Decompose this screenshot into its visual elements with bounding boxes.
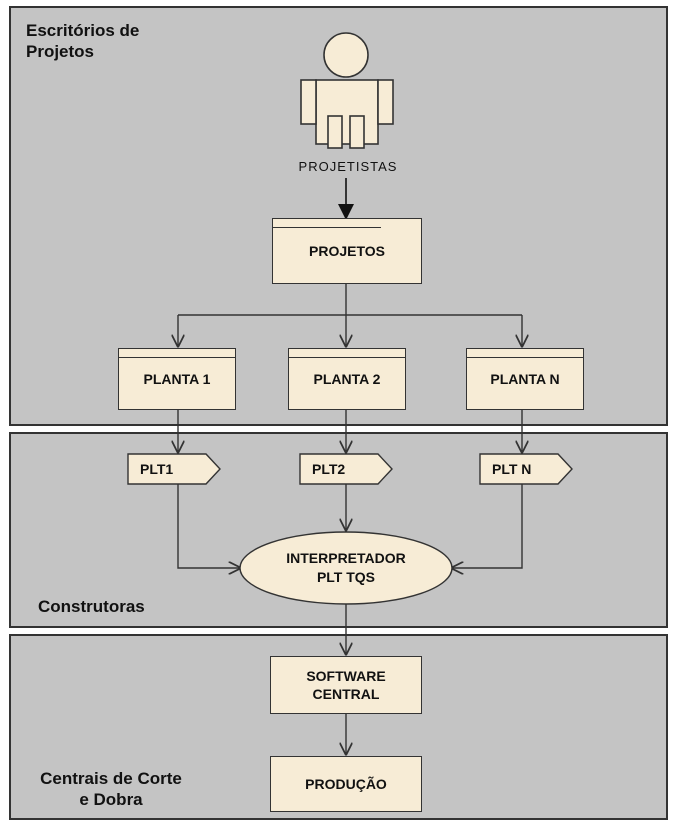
node-label: PLANTA 2 [313, 371, 381, 387]
node-producao: PRODUÇÃO [270, 756, 422, 812]
node-planta-1: PLANTA 1 [118, 348, 236, 410]
plt1-tag [127, 453, 221, 485]
person-icon [300, 32, 394, 149]
node-projetos: PROJETOS [272, 218, 422, 284]
lane-title-centrais: Centrais de Corte e Dobra [26, 768, 196, 810]
package-tab [119, 349, 235, 358]
pltn-tag [479, 453, 573, 485]
package-tab [467, 349, 583, 358]
lane-title-line: Projetos [26, 42, 95, 61]
lane-title-projetos: Escritórios de Projetos [26, 20, 176, 62]
lane-title-line: e Dobra [79, 790, 143, 809]
node-software-central: SOFTWARE CENTRAL [270, 656, 422, 714]
node-planta-2: PLANTA 2 [288, 348, 406, 410]
package-tab [273, 219, 381, 228]
edge-pltn-interpretador [452, 484, 523, 568]
plt2-label: PLT2 [312, 461, 346, 477]
node-planta-n: PLANTA N [466, 348, 584, 410]
node-label-line: CENTRAL [312, 686, 380, 702]
lane-title-line: Escritórios de [26, 21, 140, 40]
plt1-label: PLT1 [140, 461, 174, 477]
edge-plt1-interpretador [177, 484, 240, 568]
node-label: PLANTA 1 [143, 371, 211, 387]
interpretador-line: PLT TQS [316, 569, 376, 585]
node-label-line: SOFTWARE [306, 668, 386, 684]
lane-title-construtoras: Construtoras [38, 597, 145, 616]
interpretador-label: INTERPRETADOR PLT TQS [240, 534, 452, 602]
pltn-label: PLT N [492, 461, 532, 477]
lane-title-line: Centrais de Corte [40, 769, 182, 788]
actor-label: PROJETISTAS [298, 159, 398, 174]
node-label: PRODUÇÃO [305, 776, 387, 792]
node-label: PROJETOS [309, 243, 385, 259]
plt2-tag [299, 453, 393, 485]
node-label: PLANTA N [490, 371, 560, 387]
filled-arrowhead [338, 204, 354, 220]
package-tab [289, 349, 405, 358]
interpretador-line: INTERPRETADOR [286, 550, 406, 566]
